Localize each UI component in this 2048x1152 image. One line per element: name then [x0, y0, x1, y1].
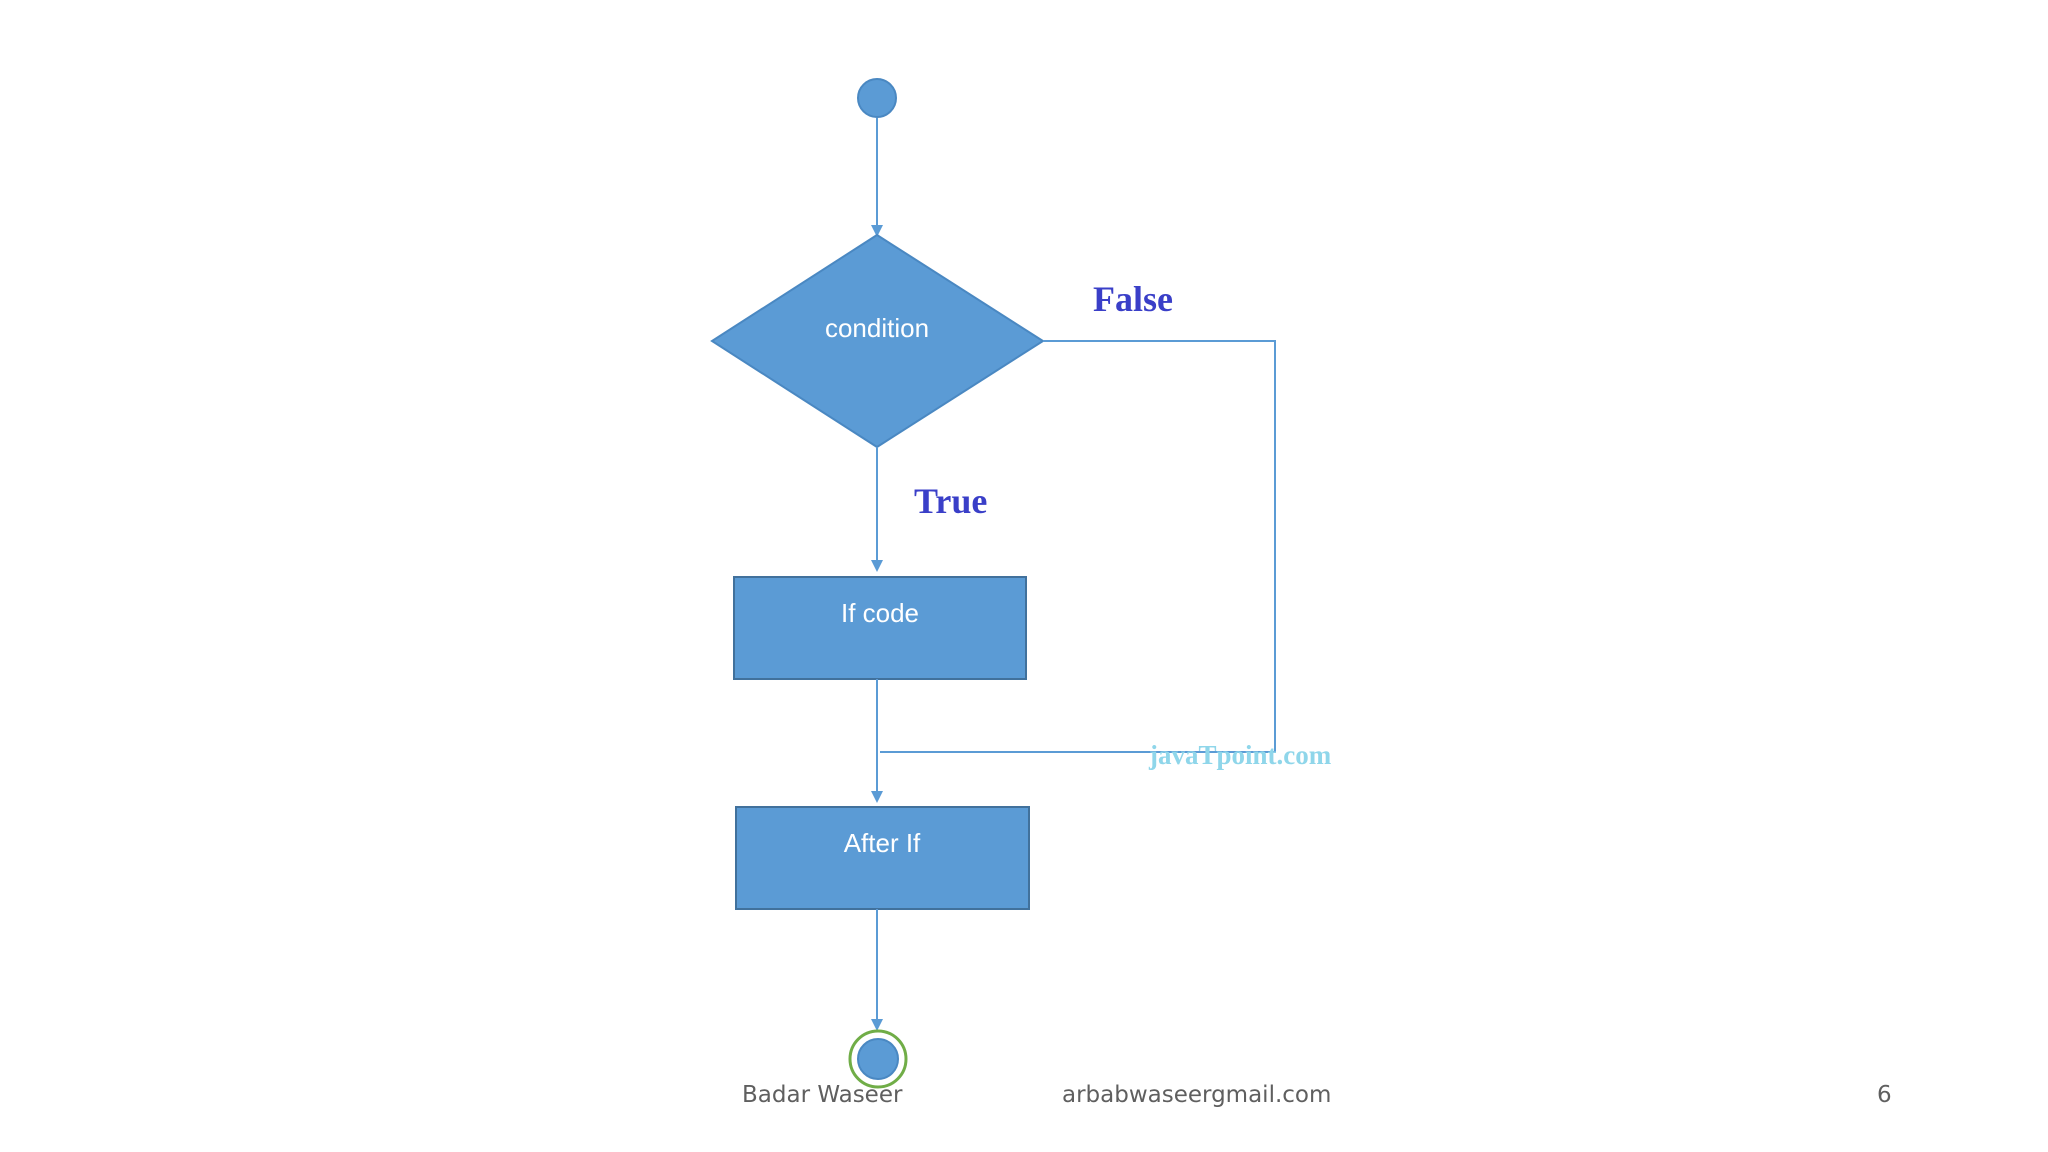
connector-false-branch [880, 340, 1276, 753]
footer-author: Badar Waseer [742, 1082, 903, 1108]
after-if-box [735, 806, 1030, 910]
footer-email: arbabwaseergmail.com [1062, 1082, 1332, 1108]
if-code-label: If code [841, 598, 919, 628]
false-label: False [1093, 279, 1173, 319]
true-label: True [914, 481, 987, 521]
start-node [857, 78, 897, 118]
end-node [857, 1038, 899, 1080]
if-code-box [733, 576, 1027, 680]
watermark: javaTpoint.com [1148, 740, 1332, 770]
page-number: 6 [1877, 1082, 1892, 1108]
decision-label: condition [825, 313, 929, 343]
after-if-label: After If [844, 828, 921, 858]
